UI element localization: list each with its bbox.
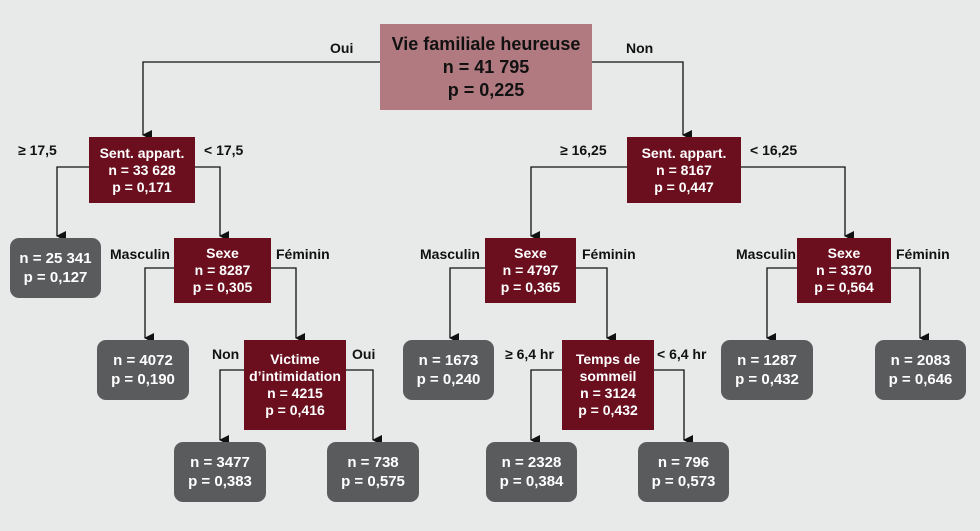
- edge-root-no: [592, 61, 692, 140]
- leaf-node: n = 4072 p = 0,190: [97, 340, 189, 400]
- node-p: p = 0,365: [500, 279, 561, 295]
- node-n: n = 4072: [113, 352, 173, 369]
- leaf-node: n = 1287 p = 0,432: [721, 340, 813, 400]
- node-p: p = 0,127: [23, 269, 88, 286]
- node-n: n = 8287: [194, 262, 251, 278]
- edge-label: Féminin: [582, 246, 636, 262]
- edge-label-no: Non: [626, 40, 654, 56]
- edge-csexe-right: [891, 267, 929, 343]
- edge-asexe-right: [271, 267, 305, 343]
- node-p: p = 0,432: [735, 371, 799, 388]
- leaf-node: n = 25 341 p = 0,127: [10, 238, 101, 298]
- node-title: Sexe: [206, 245, 239, 261]
- edge-asexe-left: [144, 267, 174, 343]
- edge-bsexe-left: [449, 267, 485, 343]
- node-title: Sent. appart.: [99, 144, 185, 161]
- edge-label: < 17,5: [204, 142, 244, 158]
- node-title: Sexe: [827, 245, 861, 261]
- edge-root-yes: [142, 61, 380, 140]
- node-p: p = 0,573: [651, 473, 716, 490]
- node-n: n = 2328: [501, 454, 562, 471]
- node-p: p = 0,225: [447, 79, 525, 100]
- node-p: p = 0,384: [499, 473, 564, 490]
- node-p: p = 0,240: [416, 371, 481, 388]
- node-n: n = 1287: [737, 352, 797, 369]
- node-p: p = 0,416: [265, 402, 325, 418]
- node-p: p = 0,190: [111, 371, 175, 388]
- node-p: p = 0,564: [814, 279, 874, 295]
- leaf-node: n = 738 p = 0,575: [327, 442, 419, 502]
- node-p: p = 0,383: [188, 473, 252, 490]
- edge-label: Oui: [352, 346, 376, 362]
- node-title: Victime: [270, 351, 320, 367]
- node-title: Temps de: [575, 351, 641, 367]
- edge-sommeil-right: [654, 369, 693, 445]
- edge-bsexe-right: [576, 267, 616, 343]
- node-n: n = 41 795: [442, 56, 530, 77]
- leaf-node: n = 3477 p = 0,383: [174, 442, 266, 502]
- edge-label: Masculin: [110, 246, 170, 262]
- edge-label: Féminin: [276, 246, 330, 262]
- edge-label: ≥ 17,5: [18, 142, 57, 158]
- node-n: n = 738: [347, 454, 399, 471]
- leaf-node: n = 1673 p = 0,240: [403, 340, 494, 400]
- leaf-node: n = 796 p = 0,573: [638, 442, 729, 502]
- edge-victime-left: [219, 369, 244, 445]
- node-n: n = 3124: [580, 385, 636, 401]
- node-p: p = 0,305: [192, 279, 253, 295]
- edge-a-left: [56, 166, 89, 241]
- edge-label: ≥ 6,4 hr: [505, 346, 554, 362]
- edge-b-left: [530, 166, 627, 241]
- edge-label: Non: [212, 346, 240, 362]
- edge-sommeil-left: [530, 369, 562, 445]
- node-title: d’intimidation: [249, 368, 341, 384]
- edge-label: Masculin: [736, 246, 796, 262]
- node-p: p = 0,432: [578, 402, 638, 418]
- edge-label: < 16,25: [750, 142, 798, 158]
- node-title: Sexe: [514, 245, 547, 261]
- leaf-node: n = 2083 p = 0,646: [875, 340, 966, 400]
- edge-label: Féminin: [896, 246, 950, 262]
- leaf-node: n = 2328 p = 0,384: [486, 442, 577, 502]
- node-p: p = 0,171: [112, 178, 172, 195]
- edge-label: Masculin: [420, 246, 480, 262]
- node-n: n = 3370: [816, 262, 872, 278]
- node-n: n = 4797: [502, 262, 559, 278]
- node-p: p = 0,575: [341, 473, 405, 490]
- edge-a-right: [195, 166, 229, 241]
- node-n: n = 8167: [656, 161, 712, 178]
- node-n: n = 1673: [418, 352, 479, 369]
- edge-b-right: [741, 166, 854, 241]
- edge-label: ≥ 16,25: [560, 142, 607, 158]
- node-n: n = 3477: [190, 454, 250, 471]
- node-title: Sent. appart.: [641, 144, 727, 161]
- node-n: n = 2083: [890, 352, 951, 369]
- node-n: n = 25 341: [19, 250, 92, 267]
- node-title: Vie familiale heureuse: [391, 33, 581, 54]
- edge-csexe-left: [766, 267, 797, 343]
- node-n: n = 33 628: [108, 161, 176, 178]
- node-p: p = 0,646: [888, 371, 953, 388]
- node-title: sommeil: [579, 368, 637, 384]
- node-p: p = 0,447: [654, 178, 714, 195]
- edge-label: < 6,4 hr: [657, 346, 707, 362]
- node-n: n = 4215: [267, 385, 323, 401]
- root-node: Vie familiale heureuse n = 41 795 p = 0,…: [380, 24, 592, 110]
- edge-victime-right: [346, 369, 382, 445]
- edge-label-yes: Oui: [330, 40, 354, 56]
- node-n: n = 796: [657, 454, 710, 471]
